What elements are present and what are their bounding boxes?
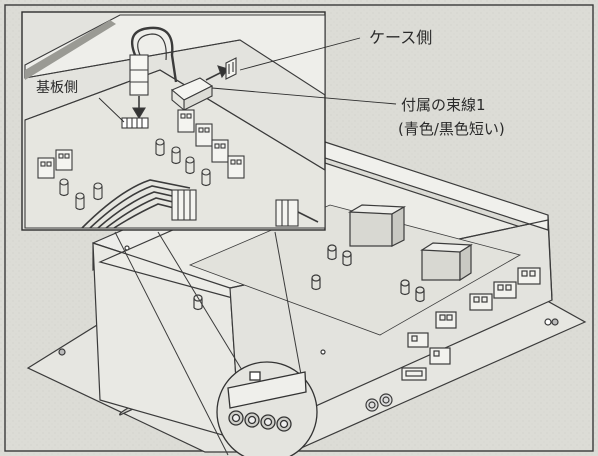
zoom-detail-circle [216,361,318,456]
harness-label-line2: (青色/黒色短い) [398,120,505,138]
board-side-label: 基板側 [36,79,78,96]
zoom-lines [114,231,303,456]
inset-detail [21,11,397,231]
harness-label-line1: 付属の束線1 [401,96,486,114]
case-side-label: ケース側 [369,28,432,47]
